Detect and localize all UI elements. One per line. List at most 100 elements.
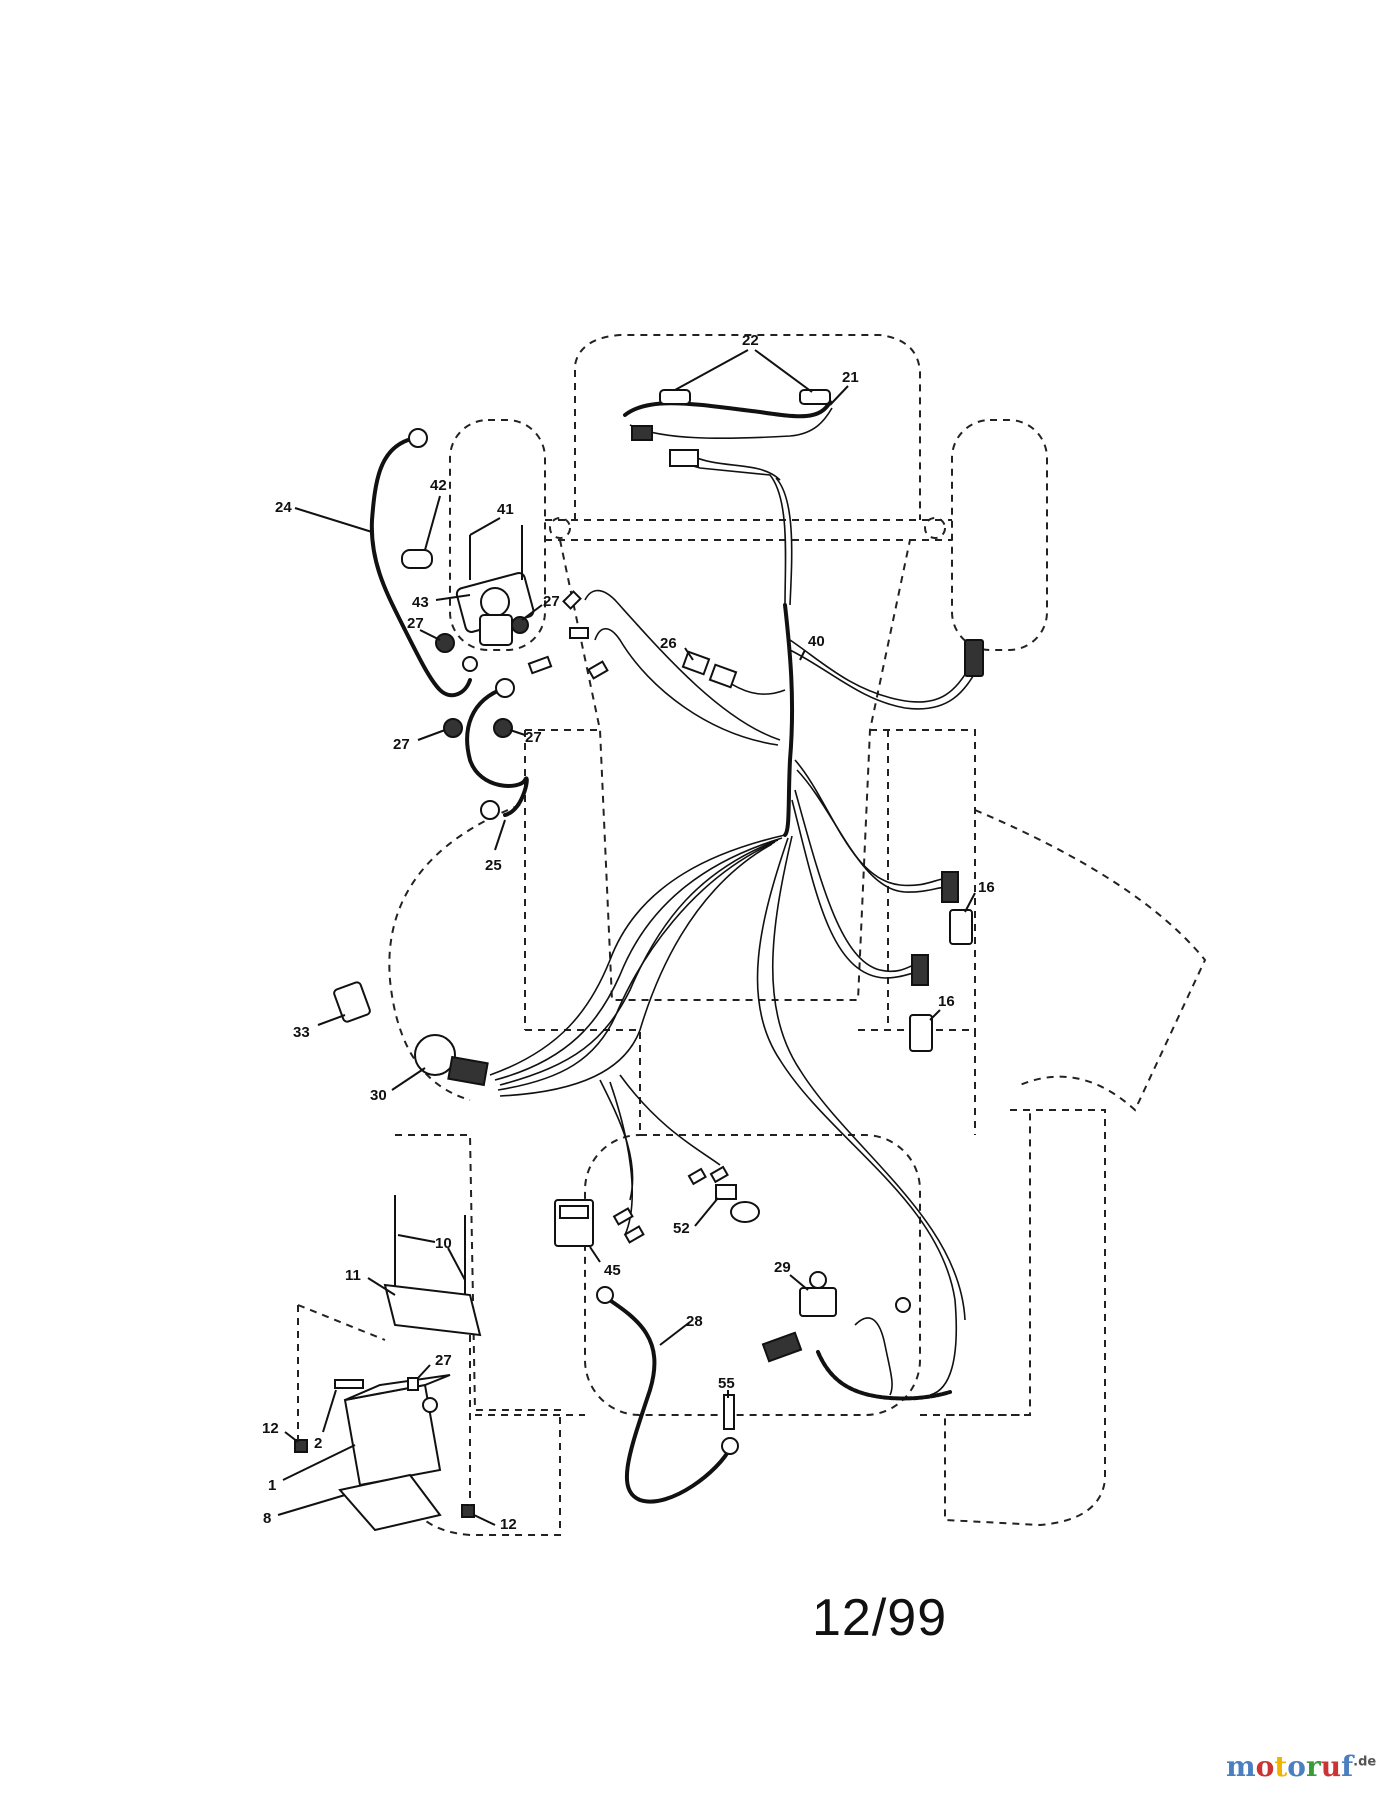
ignition-group: [333, 981, 489, 1087]
leader-27-battery: [417, 1364, 431, 1379]
callout-45: 45: [604, 1262, 621, 1279]
watermark-letter: o: [1255, 1750, 1275, 1783]
harness-branch-headlights-2: [775, 477, 793, 606]
leader-21: [829, 385, 849, 406]
engine-deck-outline: [524, 729, 976, 1030]
nut-12-lower: [461, 1504, 475, 1518]
cable-28-ring-bottom: [721, 1437, 739, 1455]
leader-12-lower: [473, 1514, 496, 1526]
frame-outline: [559, 539, 911, 1001]
harness-to-seat-switch-1: [794, 759, 951, 887]
harness-to-seat-switch-4: [791, 799, 926, 979]
spade-terminal-b: [569, 627, 589, 639]
harness-to-seat-switch-3: [794, 789, 926, 973]
nut-12-upper: [294, 1439, 308, 1453]
headlight-connector-left: [631, 425, 653, 441]
solenoid-boot-42: [401, 549, 433, 569]
nut-27-battery: [407, 1377, 419, 1391]
watermark-letter: f: [1341, 1750, 1354, 1783]
spade-lead-c: [687, 1167, 707, 1186]
harness-to-lead-52: [619, 1074, 721, 1166]
leader-41: [469, 517, 501, 536]
leader-2: [322, 1389, 337, 1433]
battery-assembly: [294, 1195, 482, 1532]
switch-16-upper: [949, 909, 973, 945]
harness-to-ignition-5: [499, 843, 773, 1097]
leader-42: [424, 495, 441, 551]
battery-phantom-lines: [297, 1304, 471, 1505]
switch-29-loop: [854, 1317, 893, 1396]
cable-ring-terminal-upper: [495, 678, 515, 698]
watermark-tld: .de: [1353, 1754, 1377, 1770]
solenoid-cylinder: [479, 614, 513, 646]
nut-27-lower-left: [443, 718, 463, 738]
battery-post: [422, 1397, 438, 1413]
leader-28: [659, 1321, 691, 1346]
bolt-55: [723, 1394, 735, 1430]
hood-outline: [574, 334, 921, 520]
tractor-outline: [388, 334, 1207, 1536]
harness-to-lead-45: [609, 1081, 633, 1236]
harness-to-connector-26: [724, 679, 786, 695]
watermark-letter: t: [1274, 1750, 1288, 1783]
harness-to-ignition-2: [494, 837, 783, 1081]
leader-25: [494, 819, 506, 851]
callout-27-lower-right: 27: [525, 729, 542, 746]
headlight-bulb-right: [799, 389, 831, 405]
leader-27-lower-left: [417, 729, 446, 741]
battery-hold-down-11: [383, 1283, 482, 1337]
watermark-letter: r: [1305, 1750, 1321, 1783]
callout-27-upper-right: 27: [543, 593, 560, 610]
battery-tray-8: [338, 1473, 442, 1532]
harness-to-rear-2: [771, 835, 966, 1321]
headlight-bulb-left: [659, 389, 691, 405]
pto-connector: [964, 639, 984, 677]
spade-terminal-d: [587, 660, 609, 680]
spade-terminal-c: [527, 655, 553, 675]
leader-16-upper: [964, 892, 976, 913]
leader-27-lower-right: [509, 729, 526, 736]
switch-16-lower: [909, 1014, 933, 1052]
ignition-switch-plug: [447, 1055, 489, 1087]
leader-1: [282, 1444, 356, 1481]
ignition-key-33: [333, 981, 371, 1023]
leader-52: [694, 1197, 719, 1227]
leader-16-lower: [929, 1009, 941, 1021]
bolt-2: [334, 1379, 364, 1389]
ground-cable-group: [596, 1286, 739, 1504]
harness-to-pto-2: [789, 649, 979, 710]
leader-27-upper-right: [521, 604, 543, 621]
callout-16-upper: 16: [978, 879, 995, 896]
leader-24: [294, 507, 373, 533]
callout-21: 21: [842, 369, 859, 386]
leader-10-left: [397, 1234, 436, 1243]
harness-to-rear-1: [756, 837, 958, 1396]
nut-27-upper-left: [435, 633, 455, 653]
leader-22-right: [754, 349, 813, 393]
harness-branch-headlights: [671, 459, 787, 606]
solenoid-assembly: [369, 428, 609, 820]
harness-to-ignition-1: [489, 834, 786, 1076]
ignition-switch-30: [414, 1034, 456, 1076]
callout-52: 52: [673, 1220, 690, 1237]
harness-to-seat-switch-2: [796, 769, 953, 893]
callout-10: 10: [435, 1235, 452, 1252]
switch-29-ring-terminal: [895, 1297, 911, 1313]
callout-33: 33: [293, 1024, 310, 1041]
leader-33: [317, 1014, 346, 1026]
ring-terminal-solenoid: [462, 656, 478, 672]
callout-43: 43: [412, 594, 429, 611]
callout-27-battery: 27: [435, 1352, 452, 1369]
connector-26-group: [681, 650, 738, 689]
front-axle-outline: [545, 519, 952, 541]
spade-lead-b: [623, 1225, 645, 1244]
harness-plug-lower: [911, 954, 929, 986]
callout-28: 28: [686, 1313, 703, 1330]
headlight-connector-right: [669, 449, 699, 467]
callout-12-upper: 12: [262, 1420, 279, 1437]
callout-16-lower: 16: [938, 993, 955, 1010]
callout-27-upper-left: 27: [407, 615, 424, 632]
switch-29: [799, 1287, 837, 1317]
callout-42: 42: [430, 477, 447, 494]
callout-55: 55: [718, 1375, 735, 1392]
